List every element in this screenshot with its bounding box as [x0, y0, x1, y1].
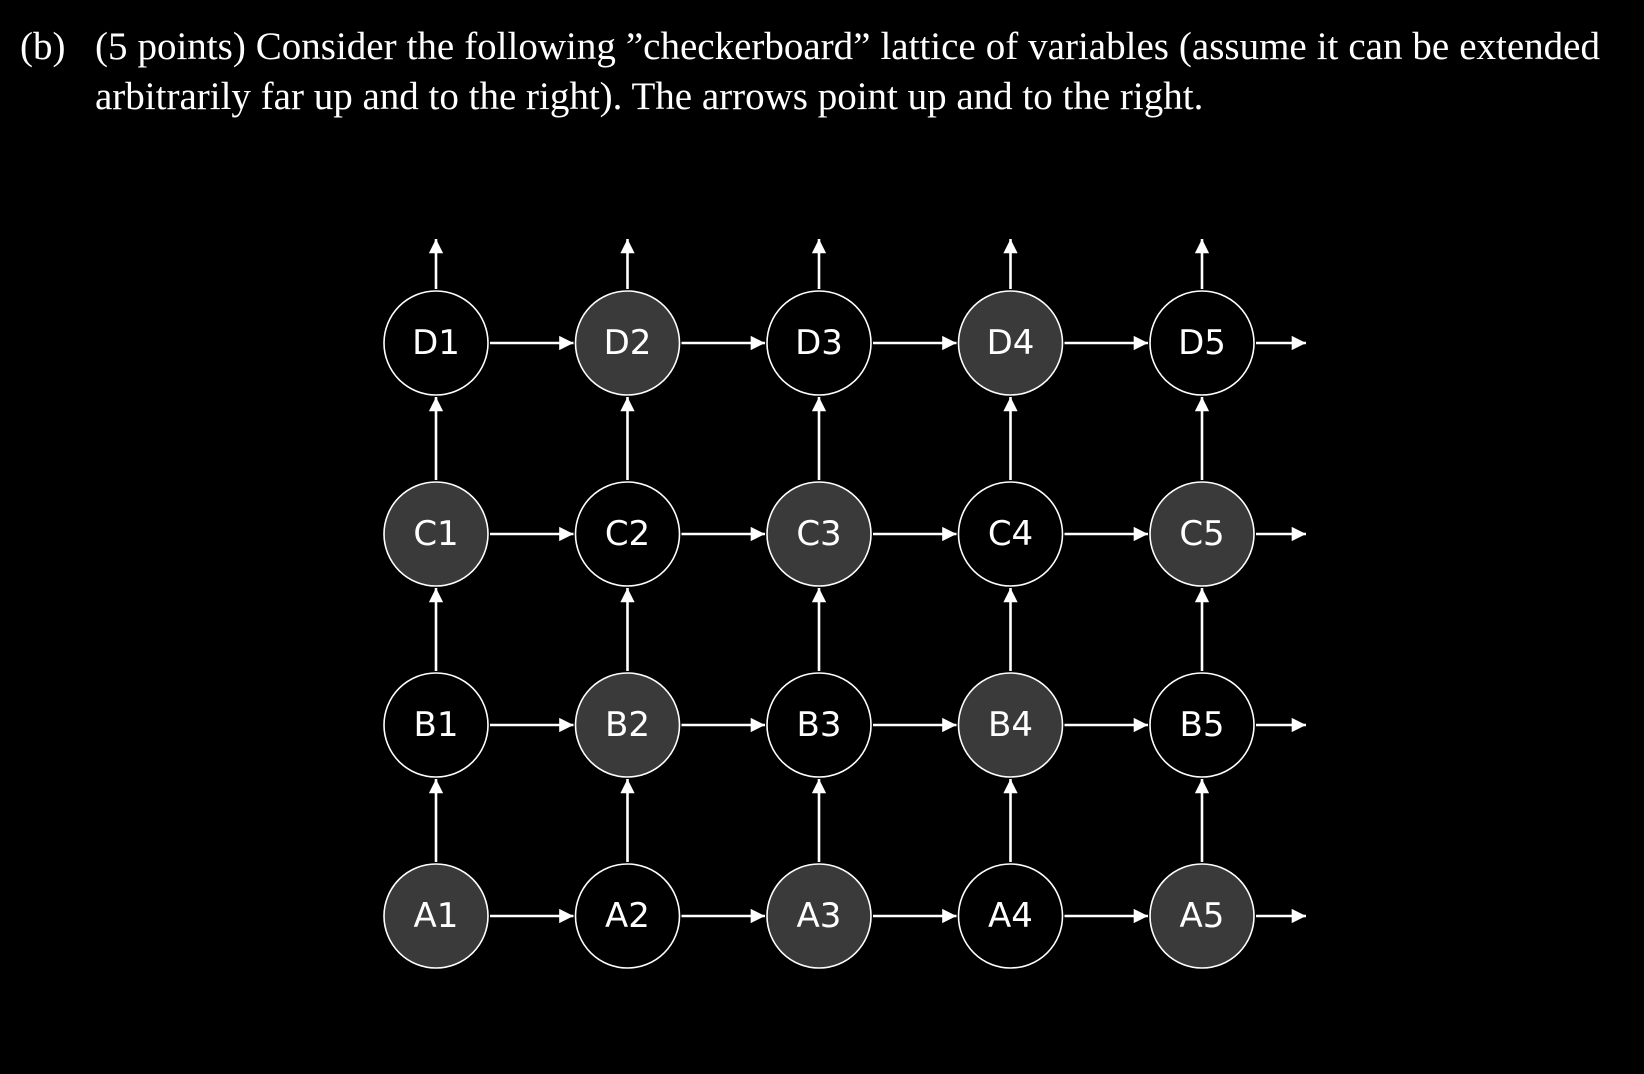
node-a1: A1	[383, 863, 489, 969]
node-label: D1	[412, 323, 460, 363]
node-circle	[766, 290, 872, 396]
node-b5: B5	[1149, 672, 1255, 778]
edges-layer	[428, 239, 1306, 924]
node-circle	[574, 672, 681, 778]
node-label: A3	[797, 896, 842, 936]
node-circle	[957, 290, 1064, 396]
node-a5: A5	[1149, 863, 1255, 969]
node-c4: C4	[957, 481, 1064, 587]
node-circle	[383, 672, 489, 778]
node-label: A4	[988, 896, 1033, 936]
node-circle	[1149, 672, 1255, 778]
node-d5: D5	[1149, 290, 1255, 396]
node-b1: B1	[383, 672, 489, 778]
node-label: C1	[413, 514, 458, 554]
node-label: B4	[988, 705, 1033, 745]
node-label: C2	[605, 514, 650, 554]
node-circle	[574, 863, 681, 969]
node-circle	[383, 481, 489, 587]
node-circle	[574, 481, 681, 587]
node-circle	[766, 863, 872, 969]
node-label: C3	[796, 514, 841, 554]
node-circle	[1149, 290, 1255, 396]
node-label: C5	[1179, 514, 1224, 554]
node-d3: D3	[766, 290, 872, 396]
node-label: B1	[414, 705, 459, 745]
node-label: A5	[1180, 896, 1225, 936]
node-circle	[957, 863, 1064, 969]
node-label: D4	[987, 323, 1035, 363]
node-a4: A4	[957, 863, 1064, 969]
node-c5: C5	[1149, 481, 1255, 587]
problem-item-label: (b)	[20, 25, 66, 68]
node-circle	[766, 672, 872, 778]
node-circle	[957, 672, 1064, 778]
node-b2: B2	[574, 672, 681, 778]
node-label: D3	[795, 323, 843, 363]
node-c1: C1	[383, 481, 489, 587]
node-circle	[383, 290, 489, 396]
problem-statement: (b) (5 points) Consider the following ”c…	[20, 22, 1600, 122]
node-circle	[766, 481, 872, 587]
node-circle	[957, 481, 1064, 587]
node-label: A1	[414, 896, 459, 936]
node-d1: D1	[383, 290, 489, 396]
node-circle	[1149, 863, 1255, 969]
node-c3: C3	[766, 481, 872, 587]
problem-text: (5 points) Consider the following ”check…	[95, 25, 1600, 118]
node-circle	[383, 863, 489, 969]
node-circle	[574, 290, 681, 396]
node-a2: A2	[574, 863, 681, 969]
node-a3: A3	[766, 863, 872, 969]
node-label: D5	[1178, 323, 1226, 363]
node-b4: B4	[957, 672, 1064, 778]
node-b3: B3	[766, 672, 872, 778]
node-label: D2	[604, 323, 652, 363]
node-c2: C2	[574, 481, 681, 587]
node-label: B5	[1180, 705, 1225, 745]
node-d4: D4	[957, 290, 1064, 396]
node-label: B3	[797, 705, 842, 745]
node-label: C4	[988, 514, 1033, 554]
node-label: A2	[605, 896, 650, 936]
node-label: B2	[605, 705, 650, 745]
node-circle	[1149, 481, 1255, 587]
node-d2: D2	[574, 290, 681, 396]
